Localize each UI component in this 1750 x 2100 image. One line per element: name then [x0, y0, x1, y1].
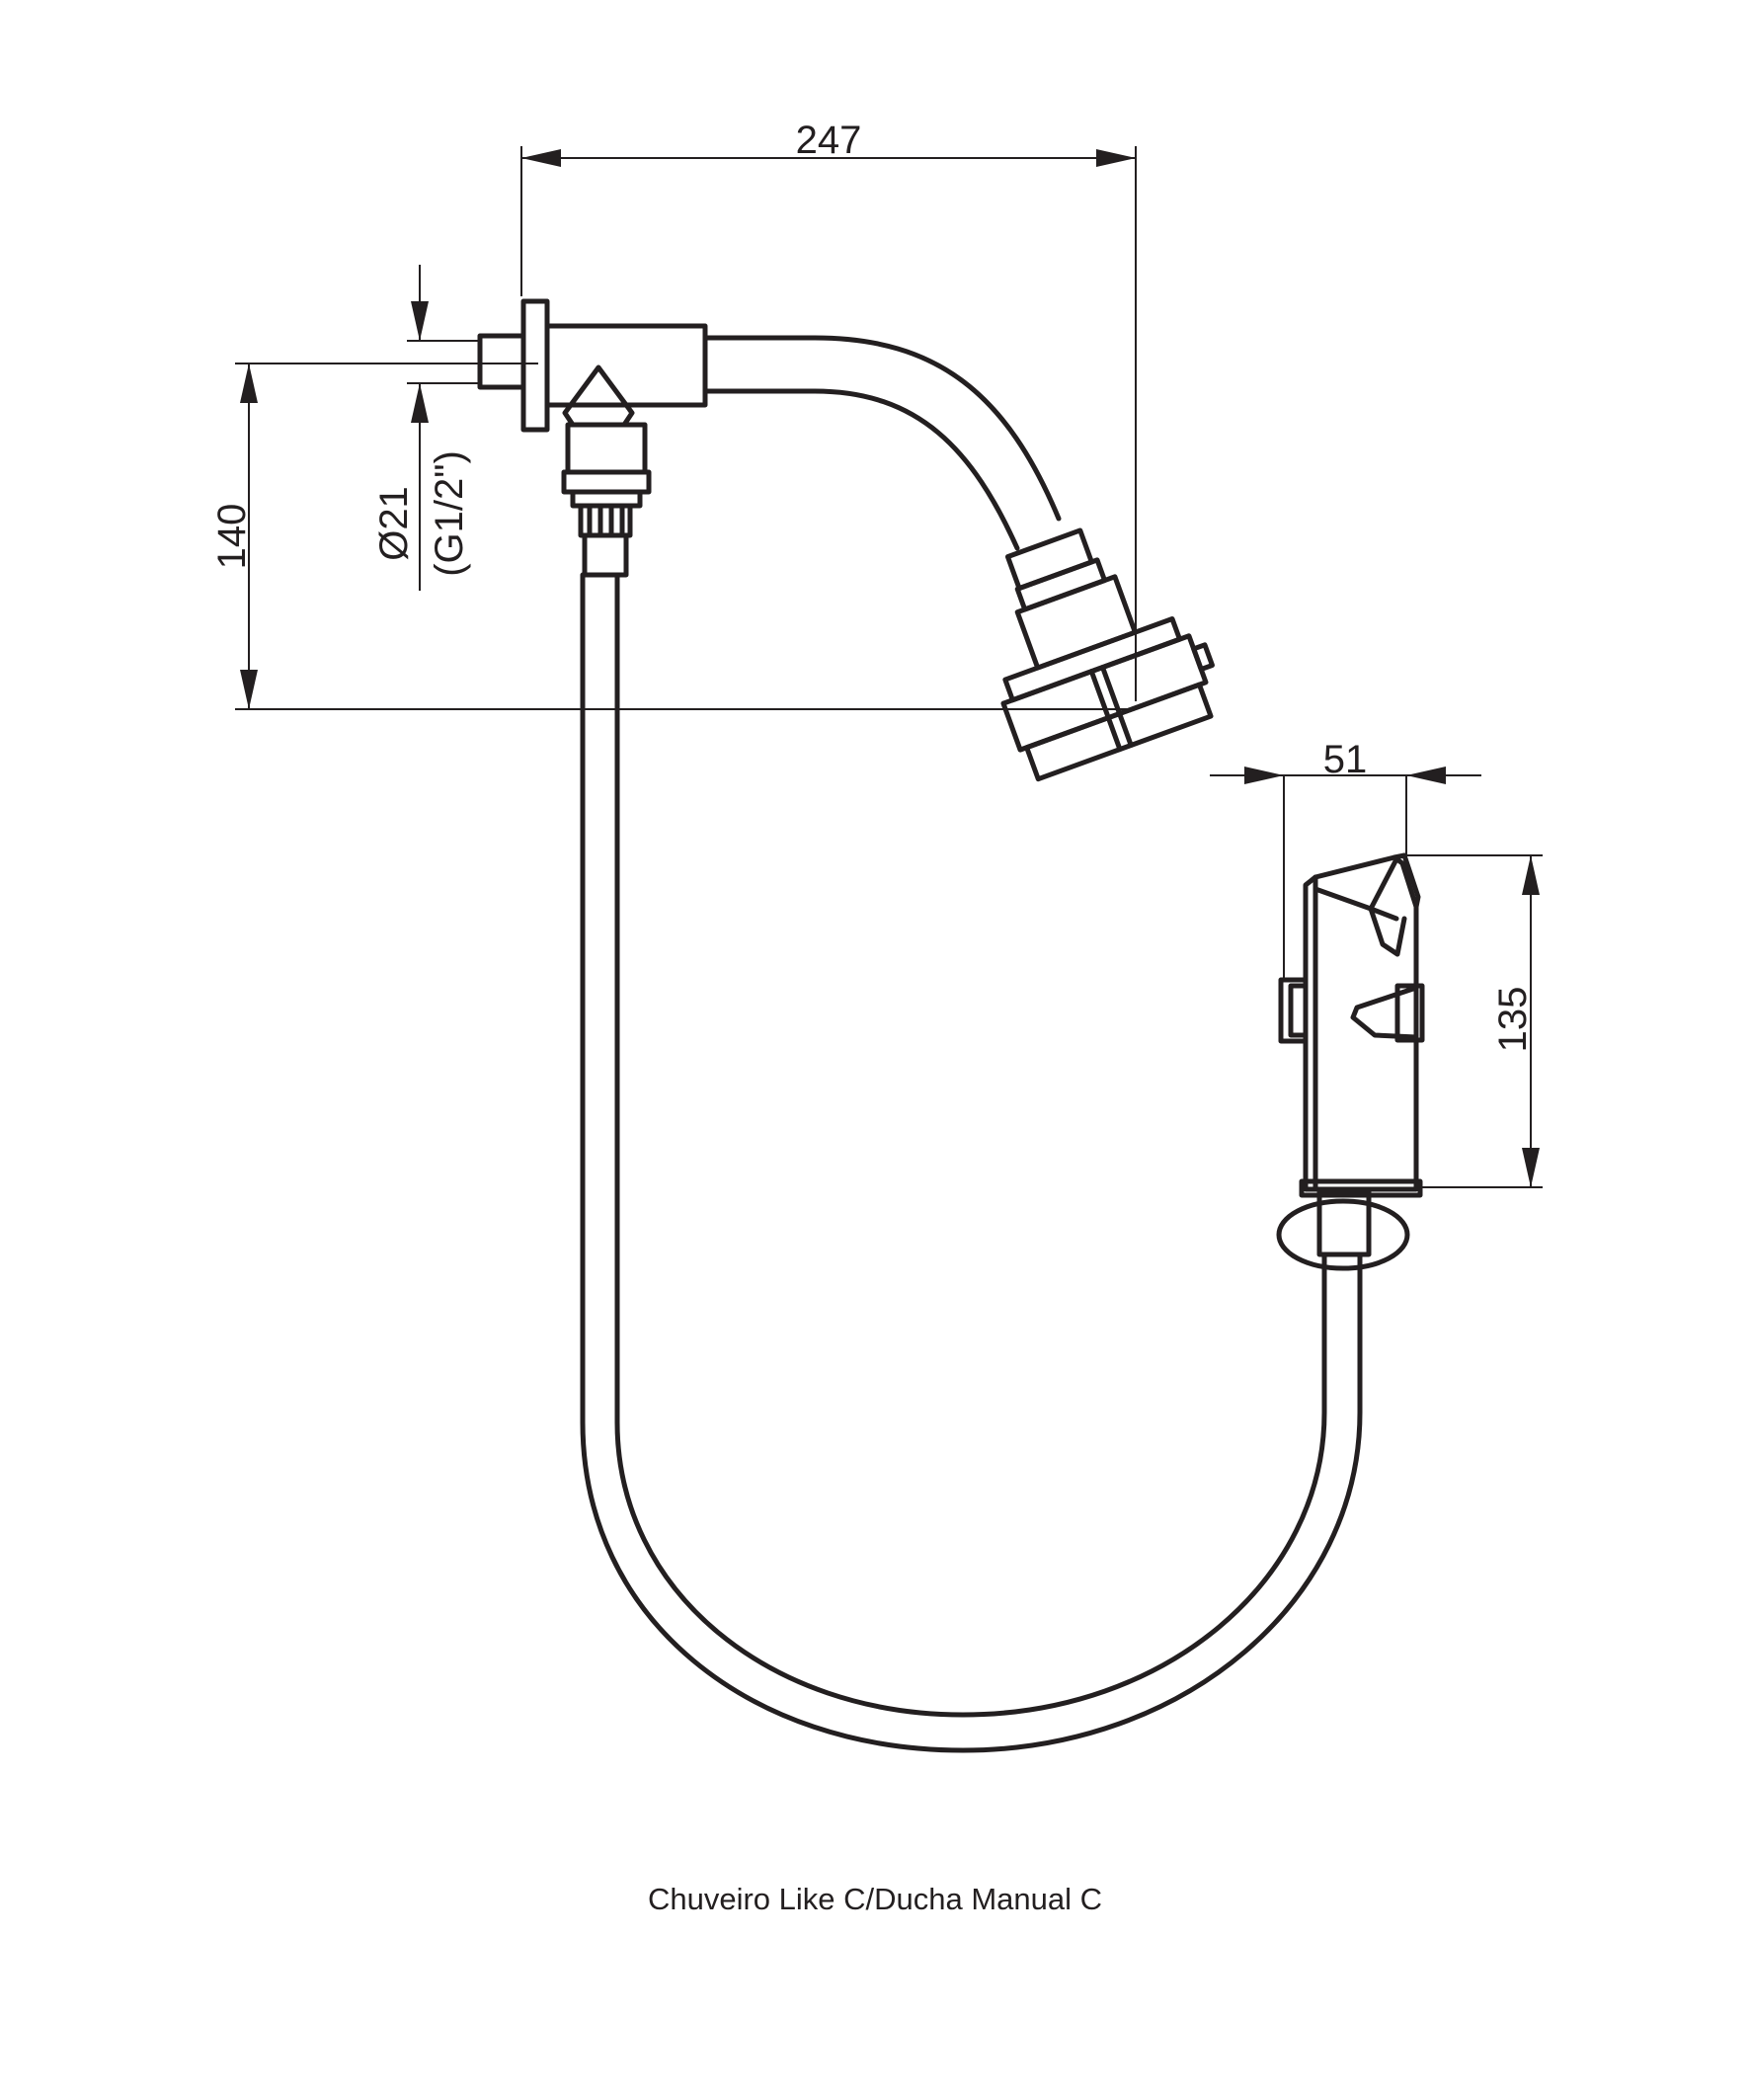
dimension-247: 247	[520, 119, 1137, 701]
hose	[580, 572, 1363, 1753]
drawing-caption: Chuveiro Like C/Ducha Manual C	[647, 1882, 1103, 1916]
dimension-diameter: Ø21 (G1/2")	[372, 265, 482, 591]
shower-head	[1000, 527, 1215, 782]
dim-247-label: 247	[796, 119, 862, 162]
dimension-51: 51	[1210, 738, 1481, 978]
dim-diameter-label: Ø21	[372, 486, 416, 561]
hose-ring	[1276, 1187, 1410, 1271]
hand-shower	[1278, 852, 1425, 1198]
dim-51-label: 51	[1323, 738, 1368, 781]
diverter-outlet	[561, 364, 652, 578]
dimension-140: 140	[210, 363, 1136, 710]
dim-135-label: 135	[1491, 987, 1535, 1053]
dim-thread-label: (G1/2")	[428, 450, 471, 577]
dimension-135: 135	[1402, 854, 1543, 1188]
dim-140-label: 140	[210, 504, 254, 570]
wall-connector	[477, 298, 1062, 551]
